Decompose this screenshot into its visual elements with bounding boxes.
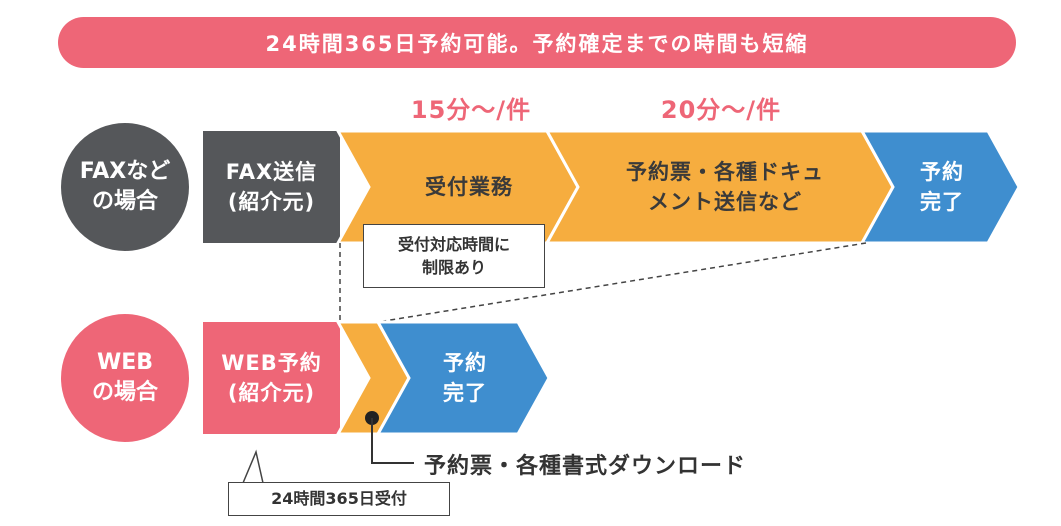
fax-complete-label: 予約 完了 — [920, 159, 964, 214]
headline-banner: 24時間365日予約可能。予約確定までの時間も短縮 — [58, 17, 1016, 68]
rate-reception: 15分〜/件 — [410, 95, 532, 124]
fax-complete-arrow — [859, 129, 1021, 245]
web-reserve-label: WEB予約 (紹介元) — [221, 350, 322, 405]
fax-send-block — [203, 131, 340, 243]
web-reserve-block — [203, 322, 340, 434]
download-label: 予約票・各種書式ダウンロード — [424, 454, 747, 479]
rate-documents: 20分〜/件 — [660, 95, 782, 124]
fax-send-label: FAX送信 (紹介元) — [225, 159, 318, 214]
reception-label: 受付業務 — [425, 174, 513, 199]
web-complete-label: 予約 完了 — [443, 350, 487, 405]
documents-label: 予約票・各種ドキュ メント送信など — [626, 159, 824, 214]
web-row-label: WEB の場合 — [61, 314, 189, 442]
web-complete-arrow — [375, 320, 551, 436]
fax-row-label: FAXなど の場合 — [61, 123, 189, 251]
always-open-note: 24時間365日受付 — [228, 482, 450, 516]
download-connector — [371, 418, 414, 464]
reception-hours-note: 受付対応時間に 制限あり — [363, 224, 545, 288]
headline-text: 24時間365日予約可能。予約確定までの時間も短縮 — [265, 31, 809, 56]
note-pointer — [242, 449, 264, 484]
dashed-line-right — [377, 242, 867, 323]
